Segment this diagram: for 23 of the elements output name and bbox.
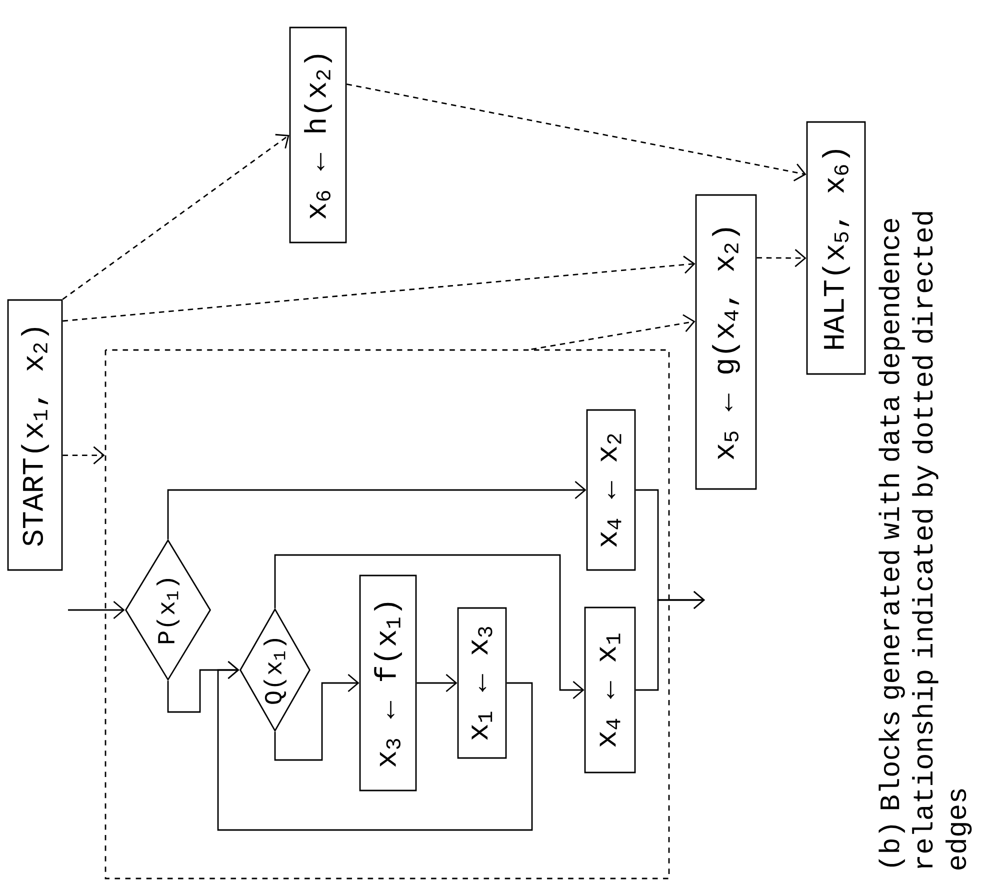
dashed-arrow — [756, 249, 806, 268]
caption: (b) Blocks generated with data dependence relationship indicated by dotted directed edges — [878, 212, 972, 870]
arrow — [416, 674, 458, 692]
dashed-boundary — [104, 349, 670, 880]
arrow — [217, 660, 533, 831]
arrow — [636, 590, 705, 691]
process-box: x$_{1}$ ← x$_{3}$ — [457, 607, 507, 759]
dashed-arrow — [62, 446, 105, 464]
process-box: x$_{5}$ ← g(x$_{4}$, x$_{2}$) — [695, 194, 757, 490]
process-box: x$_{3}$ ← f(x$_{1}$) — [359, 574, 417, 792]
arrow — [274, 554, 584, 700]
dashed-arrow — [62, 134, 290, 300]
process-box: START(x$_{1}$, x$_{2}$) — [7, 299, 63, 571]
dashed-arrow — [346, 83, 806, 182]
dashed-arrow — [531, 314, 696, 350]
dashed-arrow — [62, 256, 696, 322]
process-box: x$_{4}$ ← x$_{2}$ — [586, 409, 636, 571]
process-box: x$_{6}$ ← h(x$_{2}$) — [289, 26, 347, 244]
arrow — [68, 600, 125, 620]
process-box: x$_{4}$ ← x$_{1}$ — [584, 606, 636, 774]
arrow — [274, 674, 360, 761]
arrow — [167, 480, 586, 540]
process-box: HALT(x$_{5}$, x$_{6}$) — [806, 121, 866, 375]
